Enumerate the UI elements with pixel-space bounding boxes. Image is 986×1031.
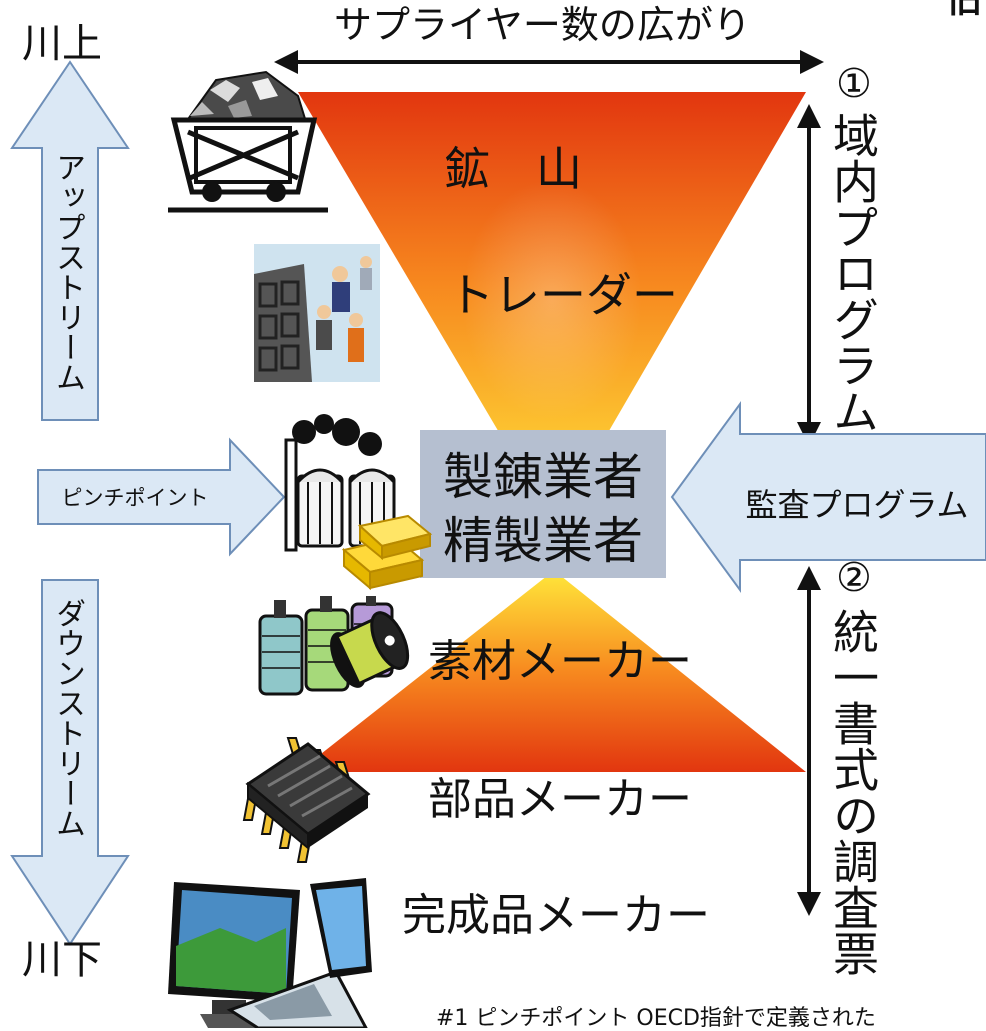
downstream-label: ダウンストリーム xyxy=(50,598,85,838)
upstream-end-label: 川上 xyxy=(22,21,102,67)
thread-spools-icon xyxy=(258,596,410,696)
pinch-point-label: ピンチポイント xyxy=(61,486,209,510)
pinch-point-arrow xyxy=(37,437,286,557)
unified-template-arrow xyxy=(797,566,821,916)
regional-program-label: 域内プログラム xyxy=(826,112,880,434)
smelter-box xyxy=(420,430,666,578)
tier-finished: 完成品メーカー xyxy=(402,890,710,941)
chip-icon xyxy=(242,737,371,863)
upstream-label: アップストリーム xyxy=(50,152,85,392)
tier-trader: トレーダー xyxy=(448,268,678,322)
corner-label: 旧 xyxy=(948,0,982,21)
audit-program-label: 監査プログラム xyxy=(745,486,969,524)
audit-program-arrow xyxy=(670,400,986,594)
downstream-end-label: 川下 xyxy=(22,937,102,983)
regional-program-arrow xyxy=(797,104,821,446)
regional-program-number: ① xyxy=(836,61,872,107)
traders-icon xyxy=(254,244,380,382)
supplier-spread-arrow xyxy=(274,50,824,74)
unified-template-number: ② xyxy=(836,555,872,601)
tier-material: 素材メーカー xyxy=(428,636,692,687)
upstream-arrow xyxy=(10,60,130,421)
tier-refiner: 精製業者 xyxy=(443,512,643,570)
downstream-arrow xyxy=(10,579,130,946)
tier-parts: 部品メーカー xyxy=(428,774,692,825)
footnote: #1 ピンチポイント OECD指針で定義された xyxy=(436,1006,876,1031)
funnel-bottom xyxy=(298,572,806,772)
tier-mine: 鉱 山 xyxy=(444,142,582,196)
tier-smelter: 製錬業者 xyxy=(443,448,643,506)
mine-cart-icon xyxy=(168,70,328,213)
unified-template-label: 統一書式の調査票 xyxy=(826,608,880,976)
gold-bars-icon xyxy=(341,514,433,591)
computers-icon xyxy=(168,878,372,1028)
supplier-spread-label: サプライヤー数の広がり xyxy=(334,3,751,47)
